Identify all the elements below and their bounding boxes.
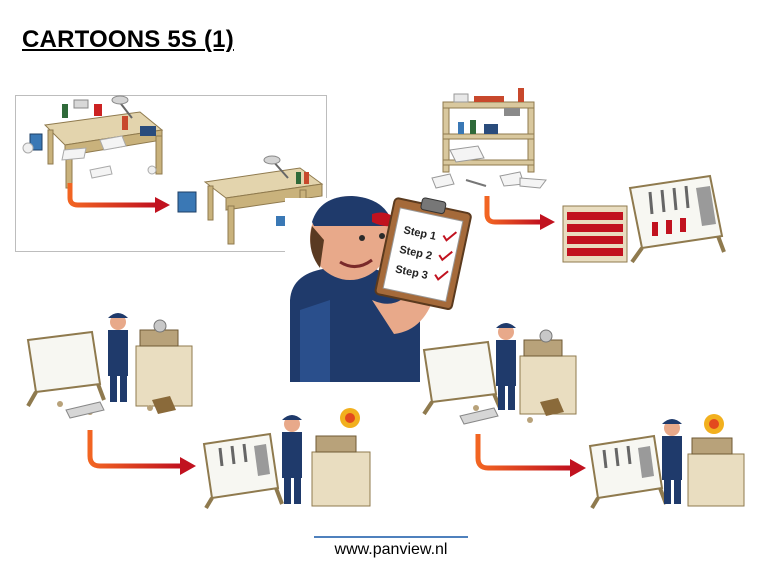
checkmark-icon [434,270,449,281]
checkmark-icon [438,250,453,262]
worker-with-checklist-illustration: Step 1 Step 2 Step 3 [285,196,472,382]
messy-shelf-illustration [431,88,547,189]
arrow-right-4 [475,434,570,471]
tidy-workshop-illustration-left [202,408,371,510]
checkmark-icon [442,231,458,242]
tool-board-illustration-top [628,174,726,264]
footer-website: www.panview.nl [334,541,448,558]
arrow-right-3 [87,430,180,469]
arrow-right-1 [67,183,155,208]
tidy-desk-illustration [177,155,324,245]
messy-workshop-illustration-left [26,313,193,419]
messy-workshop-illustration-right [422,323,577,425]
slide-title: CARTOONS 5S (1) [22,26,234,53]
footer-divider [314,536,468,538]
tidy-workshop-illustration-right [588,414,745,510]
drawer-cabinet-illustration [562,205,628,263]
arrow-right-2 [484,196,540,225]
messy-desk-illustration [22,95,164,189]
footer: www.panview.nl [0,541,768,559]
